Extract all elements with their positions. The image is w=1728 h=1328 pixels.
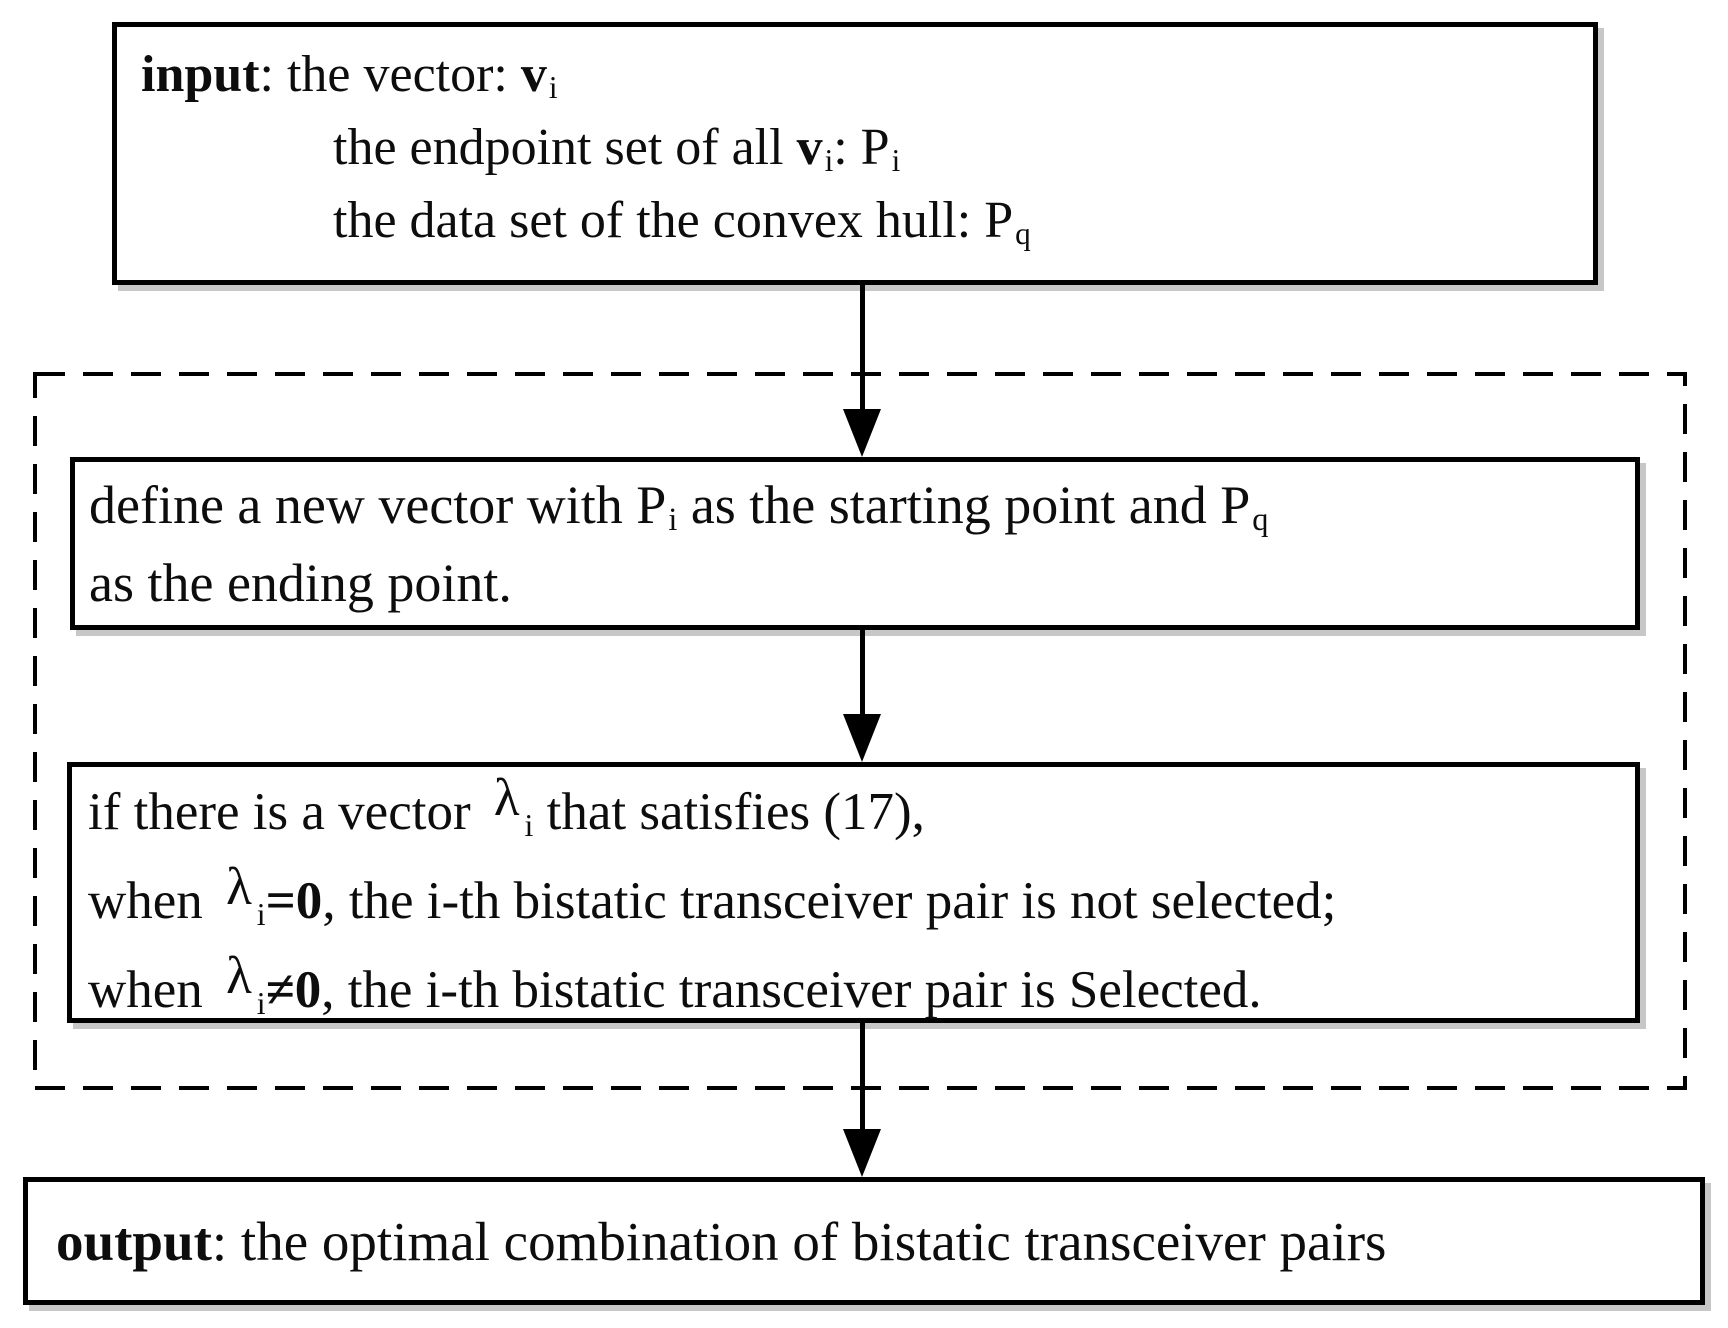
define-vector-box: define a new vector with Pi as the start… (70, 457, 1640, 630)
arrow-condition-to-output-shaft (860, 1023, 865, 1131)
arrow-condition-to-output-head (843, 1129, 881, 1177)
input-line-1: input: the vector: vi (141, 46, 558, 105)
define-line-2: as the ending point. (89, 553, 512, 613)
arrow-input-to-define-head (843, 409, 881, 457)
define-line-1: define a new vector with Pi as the start… (89, 475, 1269, 539)
output-line-1: output: the optimal combination of bista… (56, 1210, 1387, 1272)
output-box: output: the optimal combination of bista… (23, 1177, 1705, 1305)
input-box: input: the vector: vi the endpoint set o… (112, 22, 1598, 285)
arrow-input-to-define-shaft (860, 285, 865, 411)
input-line-3: the data set of the convex hull: Pq (333, 192, 1031, 251)
arrow-define-to-condition-head (843, 714, 881, 762)
arrow-define-to-condition-shaft (860, 630, 865, 716)
input-line-2: the endpoint set of all vi: Pi (333, 119, 901, 178)
